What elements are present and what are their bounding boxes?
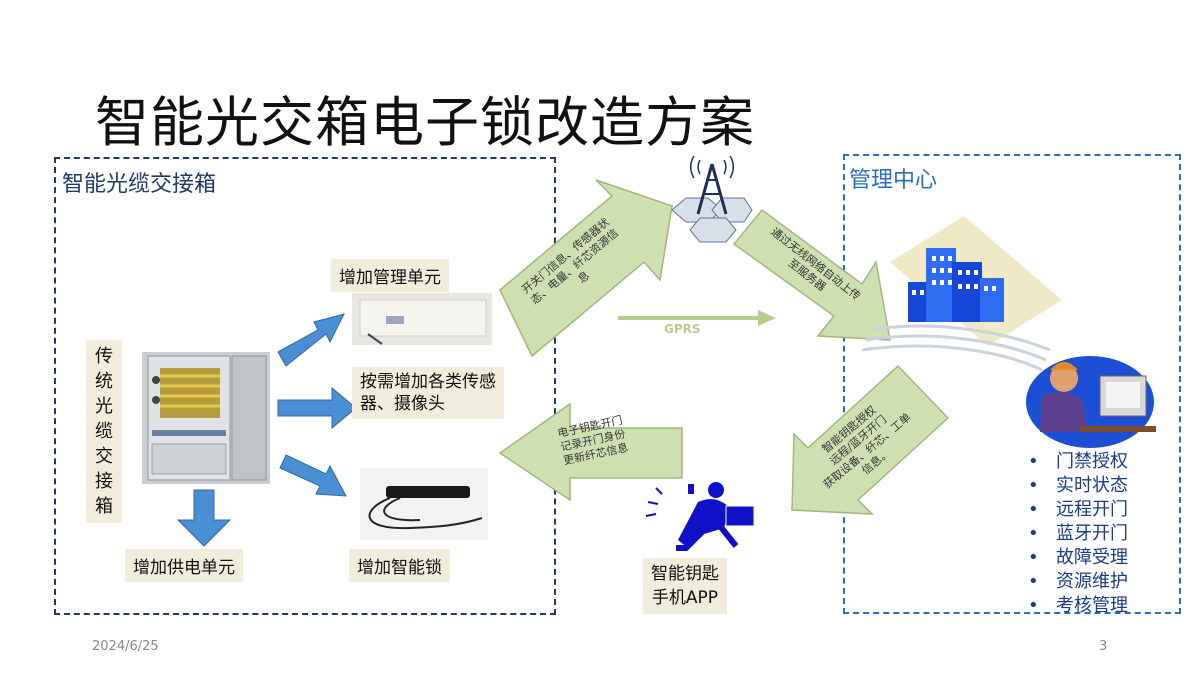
vlabel-char: 缆 xyxy=(95,421,113,442)
app-label-line2: 手机APP xyxy=(651,588,719,608)
list-item: 资源维护 xyxy=(1028,570,1128,594)
operator-icon xyxy=(1026,356,1156,448)
management-center-box xyxy=(843,154,1181,614)
arrow-tower-to-server xyxy=(732,208,891,341)
vlabel-char: 交 xyxy=(95,446,113,467)
arrow-to-sensors xyxy=(277,386,357,430)
arrow-to-power-unit xyxy=(176,489,232,547)
arrow-to-mgmt-unit xyxy=(277,313,345,367)
arrow-server-to-app xyxy=(791,364,950,515)
list-item: 蓝牙开门 xyxy=(1028,522,1128,546)
key-holder-icon xyxy=(645,482,755,551)
app-label: 智能钥匙 手机APP xyxy=(643,558,727,614)
traditional-cabinet-label: 传 统 光 缆 交 接 箱 xyxy=(86,340,122,523)
smart-lock-label: 增加智能锁 xyxy=(349,549,450,582)
vlabel-char: 箱 xyxy=(95,496,113,517)
management-unit-photo xyxy=(352,293,492,345)
smart-cabinet-title: 智能光缆交接箱 xyxy=(62,172,217,197)
arrow-app-to-cabinet xyxy=(498,402,683,502)
arrow-to-smart-lock xyxy=(279,454,347,497)
list-item: 远程开门 xyxy=(1028,498,1128,522)
power-unit-label: 增加供电单元 xyxy=(125,549,243,582)
vlabel-char: 接 xyxy=(95,471,113,492)
gprs-arrow xyxy=(618,310,776,326)
green-arrows xyxy=(498,179,950,515)
arrow-upload-to-tower xyxy=(499,179,673,358)
mgmt-unit-label: 增加管理单元 xyxy=(331,259,449,292)
vlabel-char: 传 xyxy=(95,346,113,367)
sensors-label-line2: 器、摄像头 xyxy=(360,394,445,414)
smart-lock-photo xyxy=(360,468,488,540)
vlabel-char: 光 xyxy=(95,396,113,417)
list-item: 门禁授权 xyxy=(1028,450,1128,474)
smart-cabinet-box xyxy=(54,157,556,615)
page-number: 3 xyxy=(1099,639,1108,654)
list-item: 实时状态 xyxy=(1028,474,1128,498)
feature-list: 门禁授权 实时状态 远程开门 蓝牙开门 故障受理 资源维护 考核管理 xyxy=(1028,450,1128,618)
cabinet-photo xyxy=(142,352,270,484)
list-item: 故障受理 xyxy=(1028,546,1128,570)
management-center-title: 管理中心 xyxy=(849,168,938,193)
gprs-label: GPRS xyxy=(664,322,701,336)
tower-icon xyxy=(671,155,753,243)
sensors-label-line1: 按需增加各类传感 xyxy=(360,372,496,392)
slide-title: 智能光交箱电子锁改造方案 xyxy=(95,91,755,154)
blue-arrows xyxy=(176,313,357,547)
vlabel-char: 统 xyxy=(95,371,113,392)
buildings-icon xyxy=(861,216,1062,372)
footer-date: 2024/6/25 xyxy=(92,639,159,654)
sensors-label: 按需增加各类传感 器、摄像头 xyxy=(352,367,504,419)
list-item: 考核管理 xyxy=(1028,594,1128,618)
app-label-line1: 智能钥匙 xyxy=(651,564,719,584)
